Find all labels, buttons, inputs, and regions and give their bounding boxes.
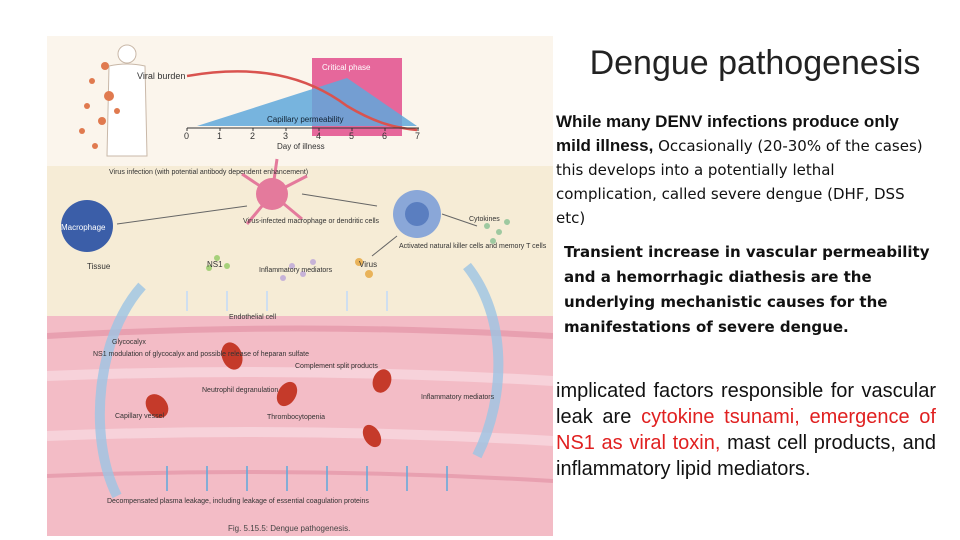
slide-title: Dengue pathogenesis [589, 44, 921, 82]
axis-tick-label: 2 [250, 131, 255, 141]
dendritic-cell [241, 158, 308, 225]
axis-tick-label: 0 [184, 131, 189, 141]
axis-tick-label: 4 [316, 131, 321, 141]
viral-burden-label: Viral burden [137, 71, 185, 81]
circulation-arrow-left [94, 282, 146, 499]
nk-cell-nucleus [405, 202, 429, 226]
leak-arrows-down [166, 466, 448, 491]
para3-lead: implicated factors responsible for vascu… [556, 380, 936, 428]
virus-particles [79, 62, 120, 149]
ns1-modulation-label: NS1 modulation of glycocalyx and possibl… [93, 351, 309, 358]
vessel-region [47, 316, 553, 536]
para3-tail: mast cell products, and inflammatory lip… [556, 432, 936, 480]
cytokine-dots [484, 219, 510, 244]
ns1-label: NS1 [207, 260, 223, 269]
circulation-arrow-right [463, 262, 504, 459]
ns1-dots [206, 255, 230, 271]
red-blood-cells [145, 342, 392, 448]
leak-arrows-up [186, 291, 388, 311]
axis-tick-label: 3 [283, 131, 288, 141]
paragraph-vascular-leak: implicated factors responsible for vascu… [556, 378, 936, 482]
axis-label: Day of illness [277, 142, 325, 151]
thrombocytopenia-label: Thrombocytopenia [267, 414, 325, 421]
viral-burden-curve [186, 70, 418, 132]
para1-bold: While many DENV infections produce only … [556, 112, 899, 155]
complement-label: Complement split products [295, 363, 378, 370]
figure-caption: Fig. 5.15.5: Dengue pathogenesis. [228, 524, 351, 533]
arrow [301, 193, 378, 207]
vessel-band [47, 367, 553, 386]
person-body [106, 63, 148, 157]
virus-dots [355, 258, 373, 278]
paragraph-mechanism: Transient increase in vascular permeabil… [564, 243, 930, 336]
para3-red: cytokine tsunami, emergence of NS1 as vi… [556, 406, 936, 454]
mediator-dots [280, 259, 316, 281]
dengue-pathogenesis-figure: 0 1 2 3 4 5 6 7 Viral burden Critical phase Cap… [47, 36, 553, 536]
virus-infected-label: Virus-infected macrophage or dendritic c… [243, 218, 380, 225]
decompensated-label: Decompensated plasma leakage, including … [107, 498, 369, 505]
axis-ticks: 0 1 2 3 4 5 6 7 [184, 128, 420, 141]
critical-phase-label: Critical phase [322, 63, 371, 72]
vessel-wall [47, 470, 553, 483]
cytokines-label: Cytokines [469, 216, 500, 223]
axis-tick-label: 5 [349, 131, 354, 141]
person-head [117, 44, 137, 64]
paragraph-severe-dengue: While many DENV infections produce only … [556, 110, 932, 230]
virus-label: Virus [359, 260, 377, 269]
para1-regular: Occasionally (20-30% of the cases) this … [556, 137, 923, 227]
capillary-vessel-label: Capillary vessel [115, 413, 164, 420]
arrow [371, 235, 398, 257]
arrow [116, 205, 248, 225]
endothelial-cell-label: Endothelial cell [229, 314, 277, 321]
tissue-label: Tissue [87, 262, 111, 271]
glycocalyx-label: Glycocalyx [112, 339, 146, 346]
inflammatory-mediators-top-label: Inflammatory mediators [259, 267, 333, 274]
axis-tick-label: 7 [415, 131, 420, 141]
tissue-region [47, 166, 553, 316]
neutrophil-label: Neutrophil degranulation [202, 387, 278, 394]
axis-tick-label: 6 [382, 131, 387, 141]
macrophage-cell [61, 200, 113, 252]
arrow [441, 213, 478, 227]
inflammatory-mediators-bottom-label: Inflammatory mediators [421, 394, 495, 401]
axis-tick-label: 1 [217, 131, 222, 141]
macrophage-label: Macrophage [61, 223, 106, 232]
virus-infection-label: Virus infection (with potential antibody… [109, 169, 308, 176]
activated-nk-label: Activated natural killer cells and memor… [399, 243, 547, 250]
capillary-permeability-label: Capillary permeability [267, 115, 343, 124]
